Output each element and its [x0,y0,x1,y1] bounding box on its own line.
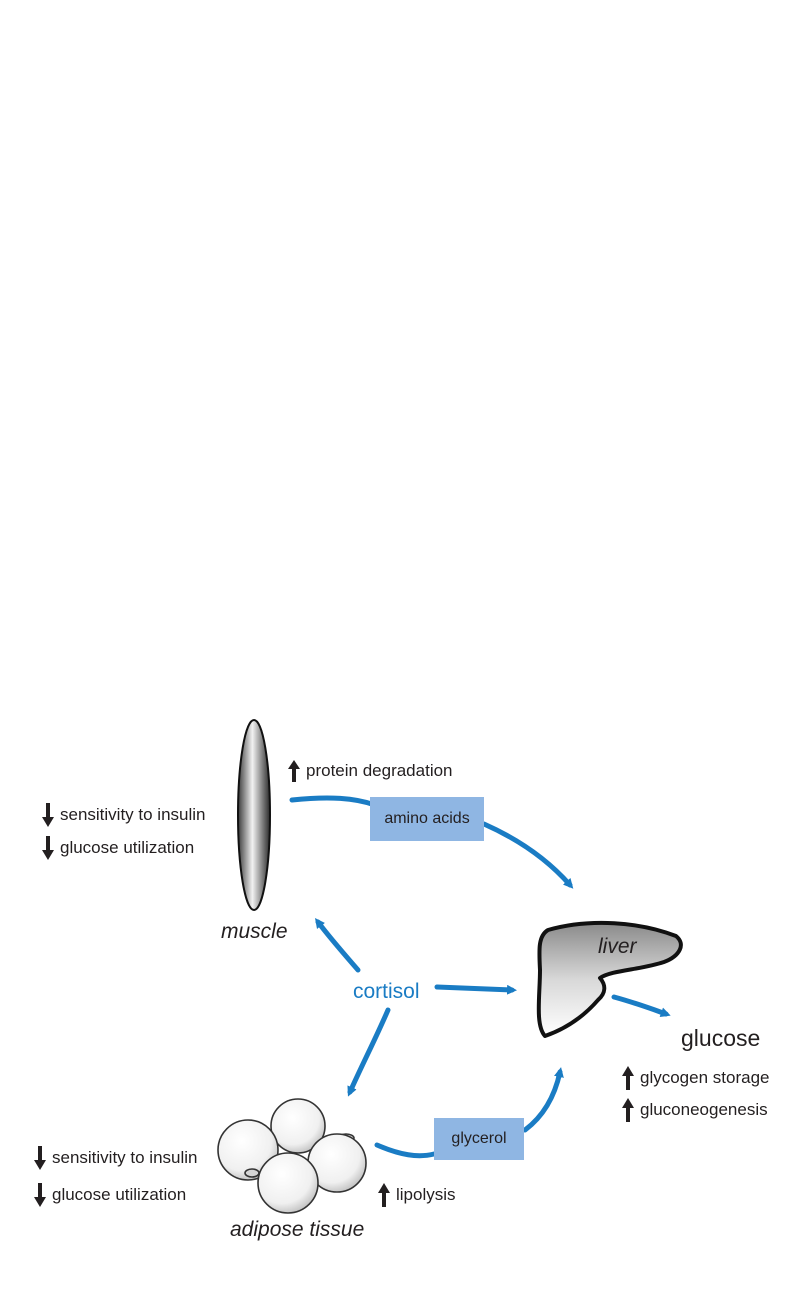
muscle-effect-down-2: glucose utilization [42,836,194,860]
adipose-effect-down-label-2: glucose utilization [52,1185,187,1204]
up-arrow-icon [378,1183,390,1207]
liver-effect-up-1: glycogen storage [622,1066,769,1090]
muscle-label: muscle [221,920,288,943]
down-arrow-icon [34,1146,46,1170]
arrow-cortisol-to-muscle [314,918,361,973]
glycerol-box: glycerol [434,1118,524,1160]
down-arrow-icon [34,1183,46,1207]
arrow-liver-to-glucose [611,994,671,1018]
arrow-cortisol-to-liver [434,984,517,995]
muscle-effect-down-label-1: sensitivity to insulin [60,805,206,824]
liver-label: liver [598,935,637,958]
up-arrow-icon [622,1066,634,1090]
arrow-aminoacids-to-liver [481,821,574,889]
arrow-muscle-to-liver [289,795,378,808]
amino-acids-box: amino acids [370,797,484,841]
cortisol-label: cortisol [353,980,420,1003]
liver-effect-up-label-2: gluconeogenesis [640,1100,768,1119]
adipose-effect-down-2: glucose utilization [34,1183,186,1207]
muscle-effect-up: protein degradation [288,760,453,782]
adipose-cells-icon [217,1098,367,1214]
liver-icon [536,920,683,1038]
adipose-effect-up-label: lipolysis [396,1185,456,1204]
muscle-effect-up-label: protein degradation [306,761,453,780]
down-arrow-icon [42,803,54,827]
arrow-glycerol-to-liver [522,1067,564,1133]
liver-effect-up-2: gluconeogenesis [622,1098,768,1122]
muscle-effect-down-label-2: glucose utilization [60,838,195,857]
arrow-cortisol-to-adipose [347,1007,391,1097]
adipose-effect-down-label-1: sensitivity to insulin [52,1148,198,1167]
muscle-effect-down-1: sensitivity to insulin [42,803,206,827]
arrow-adipose-to-glycerol [374,1142,437,1159]
muscle-fiber-icon [237,719,271,911]
adipose-effect-down-1: sensitivity to insulin [34,1146,198,1170]
liver-effect-up-label-1: glycogen storage [640,1068,770,1087]
glucose-label: glucose [681,1025,761,1051]
down-arrow-icon [42,836,54,860]
up-arrow-icon [288,760,300,782]
adipose-effect-up: lipolysis [378,1183,456,1207]
flow-arrows [289,795,671,1159]
adipose-label: adipose tissue [230,1218,365,1241]
up-arrow-icon [622,1098,634,1122]
